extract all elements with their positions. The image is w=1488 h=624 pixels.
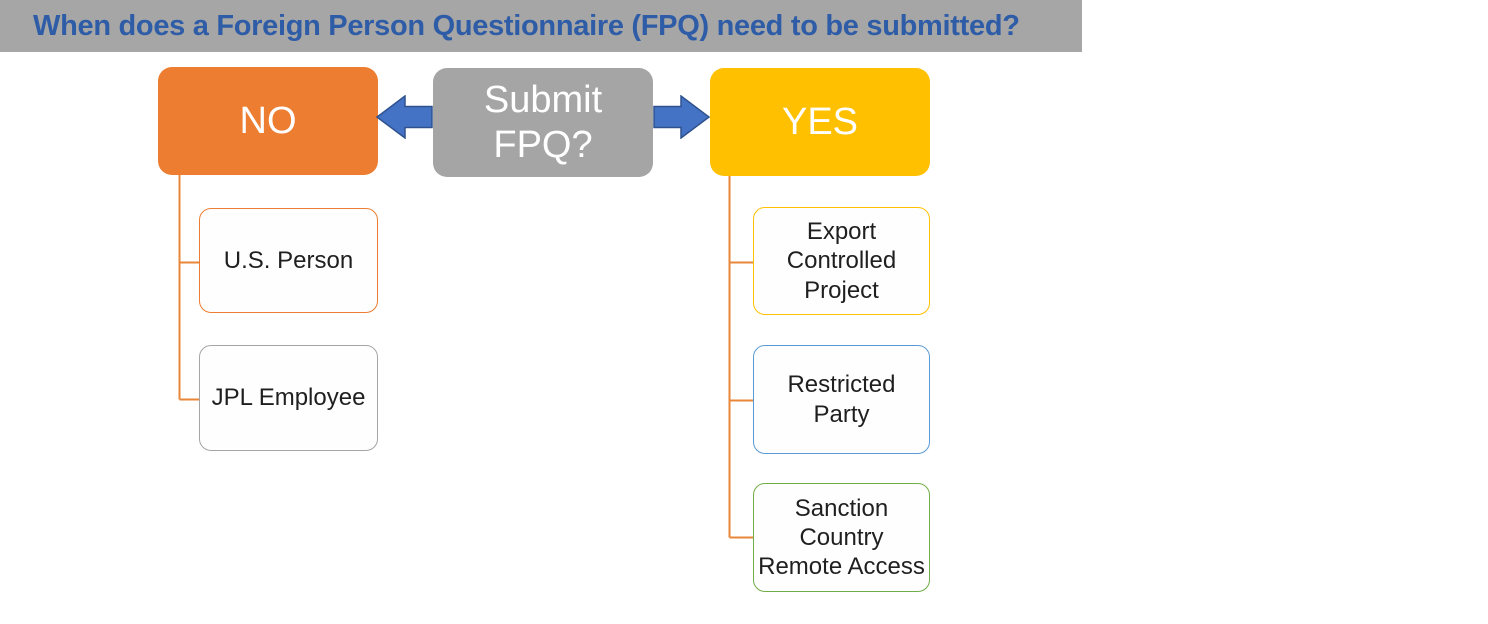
sanction-country-remote-access-node: Sanction Country Remote Access: [753, 483, 930, 592]
restricted-party-node: Restricted Party: [753, 345, 930, 454]
title-banner: When does a Foreign Person Questionnaire…: [0, 0, 1082, 52]
jpl-employee-label: JPL Employee: [211, 384, 366, 412]
no-node: NO: [158, 67, 378, 175]
jpl-employee-node: JPL Employee: [199, 345, 378, 451]
yes-node: YES: [710, 68, 930, 176]
no-node-label: NO: [239, 99, 297, 142]
export-controlled-project-label: Export Controlled Project: [786, 218, 897, 304]
us-person-label: U.S. Person: [223, 246, 354, 274]
decision-node-label: Submit FPQ?: [483, 78, 603, 166]
sanction-country-remote-access-label: Sanction Country Remote Access: [758, 494, 925, 581]
arrow-left-icon: [376, 95, 433, 139]
arrow-right-icon: [653, 95, 710, 139]
export-controlled-project-node: Export Controlled Project: [753, 207, 930, 315]
decision-node: Submit FPQ?: [433, 68, 653, 177]
yes-node-label: YES: [781, 100, 859, 143]
us-person-node: U.S. Person: [199, 208, 378, 313]
restricted-party-label: Restricted Party: [787, 371, 896, 428]
page-title: When does a Foreign Person Questionnaire…: [33, 9, 1020, 42]
